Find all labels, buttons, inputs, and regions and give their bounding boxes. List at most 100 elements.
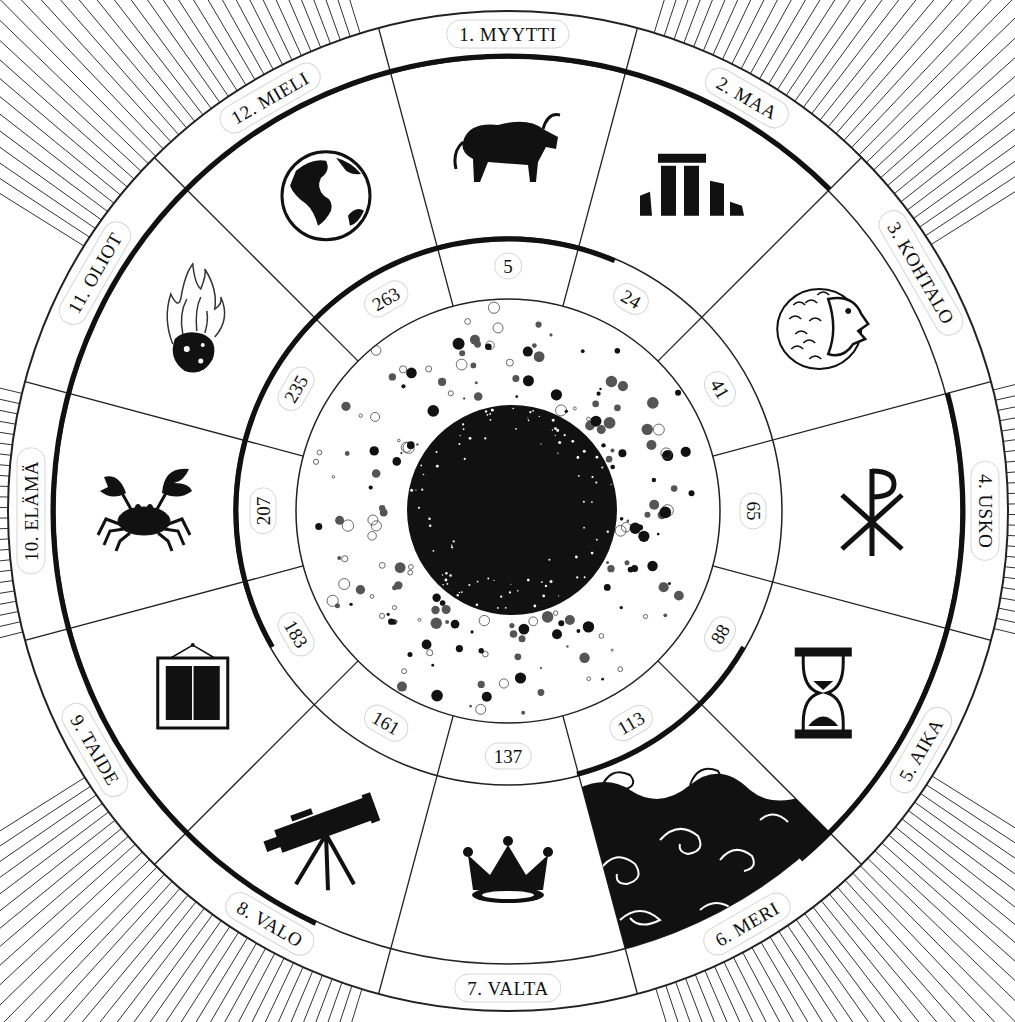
hatch-line [0,902,196,1022]
hole-speck [436,451,438,453]
hole-speck [584,576,586,578]
star-dot [369,446,378,455]
star-dot [372,469,381,478]
star-dot [416,443,418,445]
hole-speck [462,423,464,425]
hatch-line [656,989,774,1022]
hatch-line [85,0,273,70]
hole-speck [601,467,603,469]
star-dot [448,391,453,396]
hatch-line [844,0,1015,141]
hatch-line [0,486,8,497]
hatch-line [136,0,301,56]
star-dot [660,583,663,586]
star-dot [626,519,629,522]
hatch-line [119,0,292,60]
hole-speck [491,409,494,412]
hole-speck [505,607,507,609]
hatch-line [0,881,172,1022]
ring-circle [296,299,720,723]
star-dot [369,486,373,490]
hatch-line [0,874,164,1022]
hatch-line [695,975,845,1022]
hole-speck [607,530,609,532]
star-dot [408,565,413,570]
star-dot [618,667,623,672]
hatch-line [993,293,1015,390]
sector-name: 11. OLIOT [54,215,137,329]
star-dot [689,490,695,496]
star-dot [674,591,684,601]
hole-speck [554,427,557,430]
sector-number: 161 [359,700,413,747]
star-dot [630,523,641,534]
hole-speck [451,546,453,548]
star-dot [514,653,521,660]
star-dot [542,611,554,623]
hole-speck [515,428,517,430]
hole-speck [528,420,530,422]
hole-speck [491,409,493,411]
hatch-line [188,0,330,44]
hatch-line [676,982,810,1022]
star-dot [476,704,486,714]
star-dot [337,556,341,560]
sector-number: 137 [485,743,532,770]
hatch-line [925,16,1015,236]
star-dot [380,509,388,517]
star-dot [510,630,518,638]
star-dot [628,567,634,573]
globe-icon [282,152,370,240]
star-dot [565,410,568,413]
hatch-line [69,0,264,75]
star-dot [607,565,614,572]
star-dot [499,679,508,688]
star-dot [440,600,446,606]
star-dot [535,321,541,327]
star-dot [566,645,568,647]
star-dot [474,392,483,401]
star-dot [597,425,606,434]
hatch-line [845,880,1015,1022]
hatch-line [931,31,1015,244]
star-dot [553,611,558,616]
star-dot [540,667,542,669]
hatch-line [171,0,321,47]
hole-speck [420,465,422,467]
crown-icon [463,836,553,903]
hatch-line [0,0,163,149]
star-dot [370,595,374,599]
star-dot [615,525,626,536]
star-dot [465,319,471,325]
star-dot [681,447,691,457]
hatch-line [72,948,266,1022]
star-dot [485,343,492,350]
hatch-line [777,0,993,90]
star-dot [371,346,381,356]
sector-number: 263 [359,275,413,322]
star-dot [519,635,526,642]
star-dot [538,358,541,361]
hole-speck [539,416,540,417]
hatch-line [105,958,284,1022]
hatch-line [0,836,128,1022]
sector-name: 9. TAIDE [56,697,133,802]
star-dot [509,623,514,628]
star-dot [624,560,629,565]
star-dot [649,500,659,510]
star-dot [342,520,353,531]
star-dot [392,585,397,590]
hole-speck [489,413,491,415]
star-dot [371,412,380,421]
star-dot [313,459,318,464]
hatch-line [1007,442,1015,473]
hatch-line [664,0,789,36]
hatch-line [894,0,1015,194]
hatch-line [0,0,187,128]
star-dot [356,585,365,594]
sector-number: 88 [699,611,741,657]
hole-speck [423,474,425,476]
star-dot [470,630,473,633]
hatch-line [1008,498,1015,504]
